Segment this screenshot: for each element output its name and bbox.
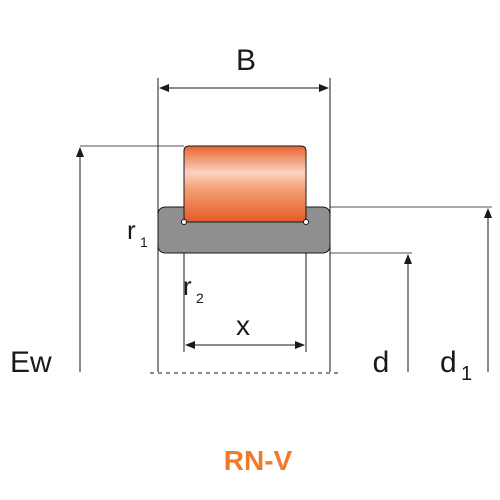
label-r1-subscript: 1: [140, 234, 148, 250]
roller: [183, 145, 307, 223]
label-d: d: [373, 346, 390, 379]
label-r2-subscript: 2: [196, 290, 204, 306]
label-b: B: [236, 44, 256, 77]
label-r2: r: [183, 271, 192, 301]
bearing-type-title: RN-V: [224, 445, 293, 476]
label-ew: Ew: [10, 346, 52, 379]
label-x: x: [236, 310, 250, 341]
label-d1-subscript: 1: [461, 363, 472, 385]
r1-chamfer-marker: [181, 219, 187, 225]
r2-chamfer-marker: [303, 219, 309, 225]
label-d1: d: [440, 346, 457, 379]
label-r1: r: [127, 215, 136, 245]
